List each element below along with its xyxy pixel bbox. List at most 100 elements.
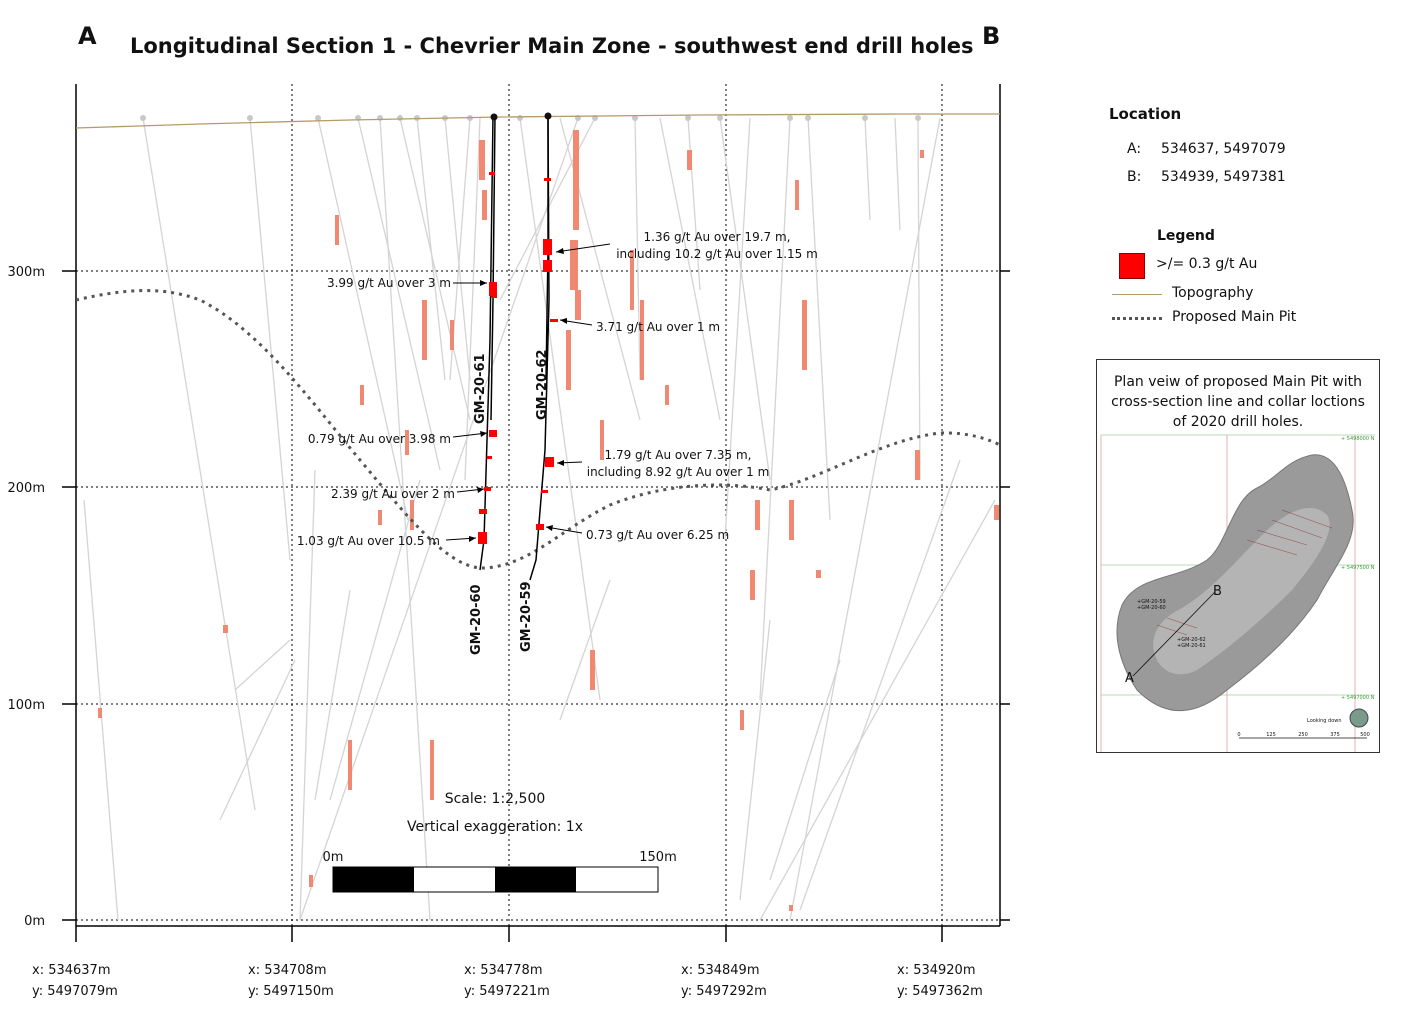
elevation-label: 100m [8, 698, 45, 713]
inset-scale-tick: 0 [1237, 732, 1240, 738]
grade-interval [536, 524, 544, 530]
annotation-text: 3.71 g/t Au over 1 m [596, 320, 720, 334]
legend-topography-swatch [1112, 294, 1162, 295]
vertical-exaggeration-label: Vertical exaggeration: 1x [407, 819, 583, 835]
inset-pit-inner [1153, 507, 1330, 675]
elevation-label: 0m [24, 914, 45, 929]
inset-drill-trace [1271, 519, 1323, 539]
scale-start-label: 0m [323, 850, 344, 865]
annotation-text: 1.79 g/t Au over 7.35 m, [605, 448, 752, 462]
topography-line [76, 113, 1000, 129]
annotation-text: 1.36 g/t Au over 19.7 m, [644, 230, 791, 244]
inset-caption: Plan veiw of proposed Main Pit with cros… [1111, 374, 1365, 430]
grade-interval [489, 282, 497, 296]
inset-hole-label: +GM-20-60 [1137, 605, 1166, 611]
inset-hole-label: +GM-20-61 [1177, 643, 1206, 649]
inset-section-line [1132, 591, 1216, 677]
annotation-text: 0.79 g/t Au over 3.98 m [308, 432, 451, 446]
annotation-text: 1.03 g/t Au over 10.5 m [297, 534, 440, 548]
hole-collars [490, 112, 552, 121]
section-label-b: B [982, 22, 1001, 50]
location-a-value: 534637, 5497079 [1161, 141, 1286, 157]
grade-interval [491, 293, 497, 298]
legend-grade-swatch [1119, 253, 1145, 279]
x-coordinate-label: x: 534920m [897, 963, 976, 978]
inset-label-b: B [1213, 584, 1222, 599]
y-coordinate-label: y: 5497221m [464, 984, 550, 999]
inset-label-a: A [1125, 671, 1134, 686]
grade-interval [544, 178, 551, 181]
collar-dots [140, 115, 921, 121]
inset-drill-trace [1246, 539, 1298, 556]
drill-holes-2020 [479, 115, 550, 581]
elevation-label: 300m [8, 265, 45, 280]
x-coordinate-label: x: 534637m [32, 963, 111, 978]
hole-collar [490, 113, 498, 121]
y-coordinate-label: y: 5497362m [897, 984, 983, 999]
location-b-key: B: [1127, 169, 1142, 185]
inset-scale-tick: 250 [1298, 732, 1308, 738]
grade-interval [478, 532, 487, 544]
x-coordinate-label: x: 534708m [248, 963, 327, 978]
y-coordinate-label: y: 5497079m [32, 984, 118, 999]
section-label-a: A [78, 22, 97, 50]
x-coordinate-label: x: 534778m [464, 963, 543, 978]
scale-end-label: 150m [639, 850, 676, 865]
y-coordinate-label: y: 5497292m [681, 984, 767, 999]
proposed-pit-line [76, 289, 1000, 570]
y-coordinate-label: y: 5497150m [248, 984, 334, 999]
inset-grid-label: + 5497000 N [1341, 695, 1375, 701]
annotation-text: 2.39 g/t Au over 2 m [331, 487, 455, 501]
grade-interval [543, 239, 552, 255]
annotation-text: 0.73 g/t Au over 6.25 m [586, 528, 729, 542]
grade-interval [489, 172, 495, 175]
x-coordinate-label: x: 534849m [681, 963, 760, 978]
annotation-leaders [445, 243, 611, 541]
hole-label: GM-20-60 [469, 584, 484, 655]
annotation-text: including 10.2 g/t Au over 1.15 m [616, 247, 818, 261]
location-heading: Location [1109, 105, 1182, 123]
hole-label: GM-20-59 [519, 581, 534, 652]
location-b-value: 534939, 5497381 [1161, 169, 1286, 185]
scale-label: Scale: 1:2,500 [445, 791, 546, 807]
legend-pit-label: Proposed Main Pit [1172, 309, 1297, 325]
scale-bar-segment [495, 867, 576, 892]
hole-gm-20-61-trace [490, 115, 496, 421]
hole-label: GM-20-62 [535, 349, 550, 420]
grade-interval [484, 487, 491, 491]
inset-globe-icon [1349, 708, 1369, 728]
inset-map: A B +GM-20-59 +GM-20-60 +GM-20-62 +GM-20… [1100, 434, 1375, 752]
scale-bar-segment [333, 867, 414, 892]
inset-drill-trace [1166, 617, 1198, 629]
grade-interval [489, 430, 497, 437]
location-a-key: A: [1127, 141, 1142, 157]
grade-interval [545, 457, 554, 467]
grid [76, 84, 1000, 926]
inset-grid-label: + 5498000 N [1341, 436, 1375, 442]
grade-interval [479, 509, 487, 514]
inset-looking-label: Looking down [1307, 718, 1342, 724]
legend-title: Legend [1157, 228, 1215, 244]
hole-gm-20-60-trace [479, 115, 494, 571]
frame [62, 84, 1010, 942]
scale-bar-group: Scale: 1:2,500 Vertical exaggeration: 1x… [323, 791, 677, 893]
inset-scale-tick: 500 [1360, 732, 1370, 738]
inset-drill-trace [1281, 509, 1333, 529]
section-diagram: 3.99 g/t Au over 3 m 1.36 g/t Au over 19… [8, 84, 1010, 999]
inset-hole-label: +GM-20-62 [1177, 637, 1206, 643]
hole-label: GM-20-61 [473, 353, 488, 424]
legend-topography-label: Topography [1172, 285, 1254, 301]
inset-scale-tick: 375 [1330, 732, 1340, 738]
legend-grade-label: >/= 0.3 g/t Au [1156, 256, 1258, 272]
elevation-label: 200m [8, 481, 45, 496]
grade-intervals [478, 172, 558, 544]
grade-interval [487, 456, 492, 459]
annotation-text: 3.99 g/t Au over 3 m [327, 276, 451, 290]
annotation-text: including 8.92 g/t Au over 1 m [587, 465, 770, 479]
inset-plan-view: Plan veiw of proposed Main Pit with cros… [1096, 359, 1380, 753]
page-title: Longitudinal Section 1 - Chevrier Main Z… [130, 34, 974, 58]
grade-interval [543, 260, 552, 272]
grade-interval [550, 319, 558, 322]
leader-arrowheads [469, 248, 567, 542]
inset-grid-label: + 5497500 N [1341, 565, 1375, 571]
